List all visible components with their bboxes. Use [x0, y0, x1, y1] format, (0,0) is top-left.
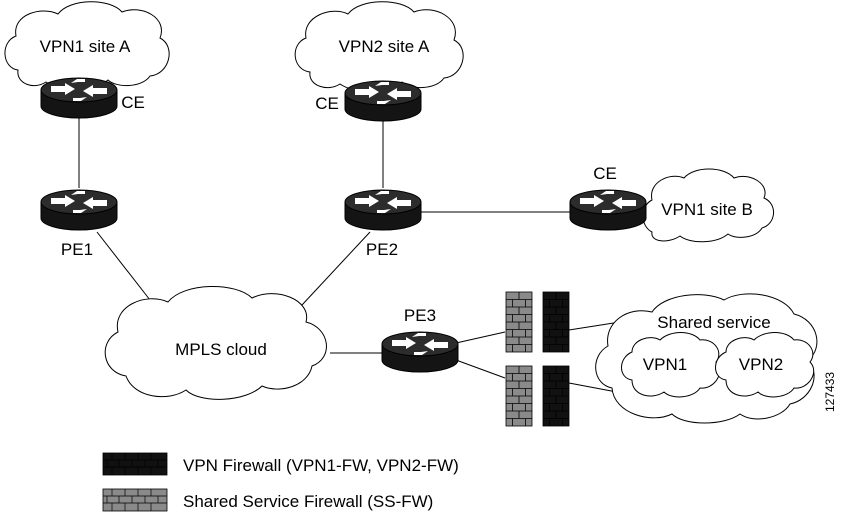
legend-vpn-firewall-label: VPN Firewall (VPN1-FW, VPN2-FW): [183, 456, 459, 475]
vpn1-site-a-label: VPN1 site A: [40, 37, 131, 56]
pe2-label: PE2: [366, 240, 398, 259]
pe1-label: PE1: [61, 240, 93, 259]
shared-service-label: Shared service: [657, 313, 770, 332]
link-fw-top-shared: [568, 321, 621, 331]
router-ce2-icon[interactable]: [344, 80, 422, 122]
vpn2-site-a-label: VPN2 site A: [339, 37, 430, 56]
link-pe2-mpls: [301, 231, 371, 306]
mpls-cloud: [104, 285, 327, 400]
vpn1-site-b-cloud: [642, 168, 774, 243]
vpn-firewall-top-icon[interactable]: [542, 291, 570, 353]
link-pe3-fw-top: [455, 331, 506, 344]
router-pe1-icon[interactable]: [40, 189, 118, 231]
router-pe3-icon[interactable]: [381, 331, 459, 373]
legend-shared-firewall-icon: [102, 488, 168, 512]
ce3-label: CE: [593, 164, 617, 183]
router-ce1-icon[interactable]: [40, 77, 118, 119]
vpn2-inner-cloud: [715, 332, 815, 398]
router-pe2-icon[interactable]: [344, 189, 422, 231]
vpn1-site-b-label: VPN1 site B: [661, 200, 753, 219]
vpn2-label: VPN2: [739, 355, 783, 374]
shared-firewall-top-icon[interactable]: [505, 291, 533, 353]
pe3-label: PE3: [404, 306, 436, 325]
shared-firewall-bottom-icon[interactable]: [505, 365, 533, 427]
ce1-label: CE: [121, 93, 145, 112]
legend-vpn-firewall-icon: [102, 452, 168, 476]
ce2-label: CE: [315, 94, 339, 113]
vpn1-label: VPN1: [643, 355, 687, 374]
link-pe3-fw-bottom: [455, 359, 506, 379]
vpn1-inner-cloud: [621, 332, 721, 398]
vpn-firewall-bottom-icon[interactable]: [542, 365, 570, 427]
mpls-cloud-label: MPLS cloud: [175, 340, 267, 359]
router-ce3-icon[interactable]: [569, 189, 647, 231]
figure-id: 127433: [823, 372, 837, 412]
link-pe1-mpls: [96, 231, 151, 301]
legend-shared-firewall-label: Shared Service Firewall (SS-FW): [183, 492, 433, 511]
